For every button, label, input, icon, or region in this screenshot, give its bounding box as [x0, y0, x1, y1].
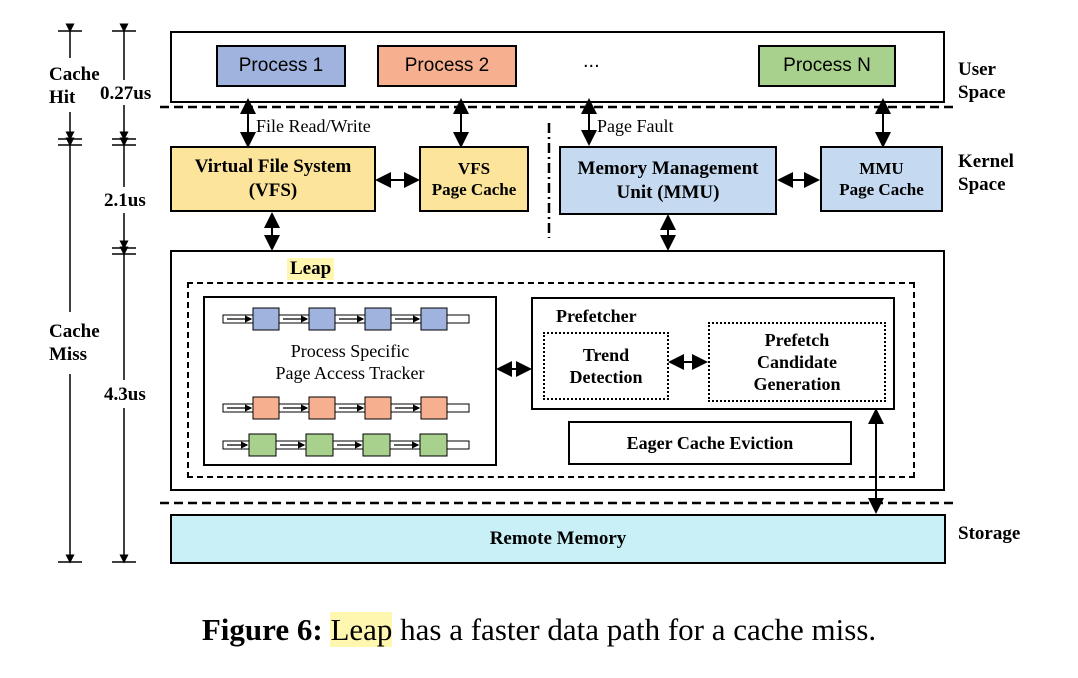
figure-caption: Figure 6: Leap has a faster data path fo…	[0, 612, 1078, 648]
mmu-box: Memory Management Unit (MMU)	[559, 146, 777, 215]
process-1-label: Process 1	[238, 55, 324, 76]
prefetch-candidate-label: Prefetch Candidate Generation	[753, 330, 841, 394]
mmu-page-cache-label: MMU Page Cache	[839, 159, 924, 199]
mmu-page-cache-box: MMU Page Cache	[820, 146, 943, 212]
page-access-tracker-box	[203, 296, 497, 466]
vfs-label: Virtual File System (VFS)	[194, 156, 352, 201]
prefetch-candidate-box: Prefetch Candidate Generation	[708, 322, 886, 402]
leap-title: Leap	[287, 258, 335, 280]
mmu-label: Memory Management Unit (MMU)	[577, 157, 759, 203]
remote-memory-label: Remote Memory	[489, 528, 627, 549]
timing-t2: 2.1us	[104, 190, 146, 211]
caption-leap: Leap	[330, 612, 393, 647]
eager-eviction-box: Eager Cache Eviction	[568, 421, 852, 465]
process-ellipsis: ...	[583, 50, 600, 72]
leap-outer-frame	[170, 250, 945, 491]
vfs-page-cache-label: VFS Page Cache	[431, 159, 517, 199]
process-n-label: Process N	[783, 55, 871, 76]
vfs-box: Virtual File System (VFS)	[170, 146, 376, 212]
process-1-box: Process 1	[216, 45, 346, 87]
trend-detection-label: Trend Detection	[569, 345, 643, 387]
trend-detection-box: Trend Detection	[543, 332, 669, 400]
process-2-box: Process 2	[377, 45, 517, 87]
vfs-page-cache-box: VFS Page Cache	[419, 146, 529, 212]
prefetcher-label: Prefetcher	[556, 306, 637, 326]
timing-t1: 0.27us	[100, 83, 152, 104]
kernel-space-label: Kernel Space	[958, 151, 1014, 195]
eager-eviction-label: Eager Cache Eviction	[626, 432, 794, 453]
leap-inner-dashed-frame	[187, 282, 915, 478]
user-space-frame	[170, 31, 945, 103]
prefetcher-box	[531, 297, 895, 410]
remote-memory-box: Remote Memory	[170, 514, 946, 564]
file-rw-label: File Read/Write	[256, 116, 371, 136]
cache-miss-label: Cache Miss	[49, 321, 100, 365]
cache-hit-label: Cache Hit	[49, 64, 100, 108]
t3-bracket	[112, 246, 136, 564]
timing-t3: 4.3us	[104, 384, 146, 405]
process-2-label: Process 2	[404, 55, 490, 76]
caption-rest: has a faster data path for a cache miss.	[392, 612, 877, 647]
page-access-tracker-label: Process Specific Page Access Tracker	[275, 341, 425, 383]
user-space-label: User Space	[958, 59, 1006, 103]
cache-miss-bracket	[58, 137, 82, 564]
caption-prefix: Figure 6:	[201, 612, 323, 647]
page-fault-label: Page Fault	[597, 116, 674, 136]
storage-label: Storage	[958, 523, 1021, 544]
process-n-box: Process N	[758, 45, 896, 87]
